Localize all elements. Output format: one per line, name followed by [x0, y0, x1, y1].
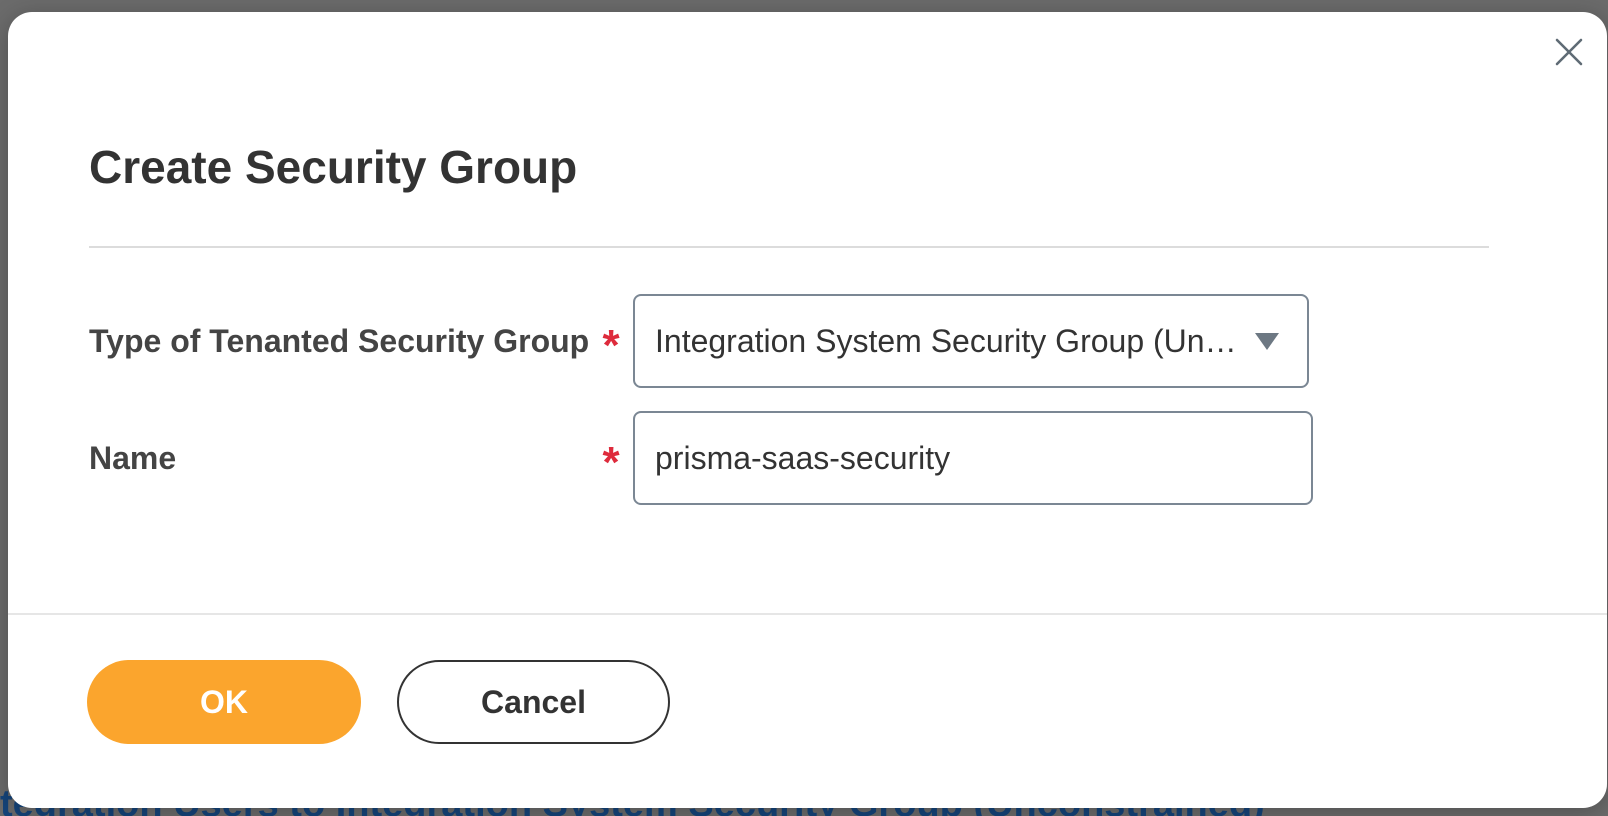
- close-button[interactable]: [1549, 32, 1589, 72]
- name-field-row: Name *: [89, 410, 1313, 506]
- name-input[interactable]: [633, 411, 1313, 505]
- security-group-type-select[interactable]: Integration System Security Group (Uncon…: [633, 294, 1309, 388]
- required-marker: *: [602, 438, 620, 487]
- type-field-row: Type of Tenanted Security Group * Integr…: [89, 293, 1309, 389]
- type-field-label: Type of Tenanted Security Group: [89, 322, 590, 359]
- name-field-label: Name: [89, 439, 177, 476]
- security-group-type-value: Integration System Security Group (Uncon…: [655, 322, 1241, 359]
- close-icon: [1555, 38, 1583, 66]
- ok-button[interactable]: OK: [87, 660, 361, 744]
- required-marker: *: [602, 321, 620, 370]
- cancel-button[interactable]: Cancel: [397, 660, 670, 744]
- dialog-title: Create Security Group: [89, 141, 578, 193]
- footer-divider: [8, 613, 1607, 615]
- caret-down-icon: [1247, 321, 1287, 361]
- create-security-group-dialog: Create Security Group Type of Tenanted S…: [8, 12, 1607, 808]
- title-divider: [89, 246, 1489, 248]
